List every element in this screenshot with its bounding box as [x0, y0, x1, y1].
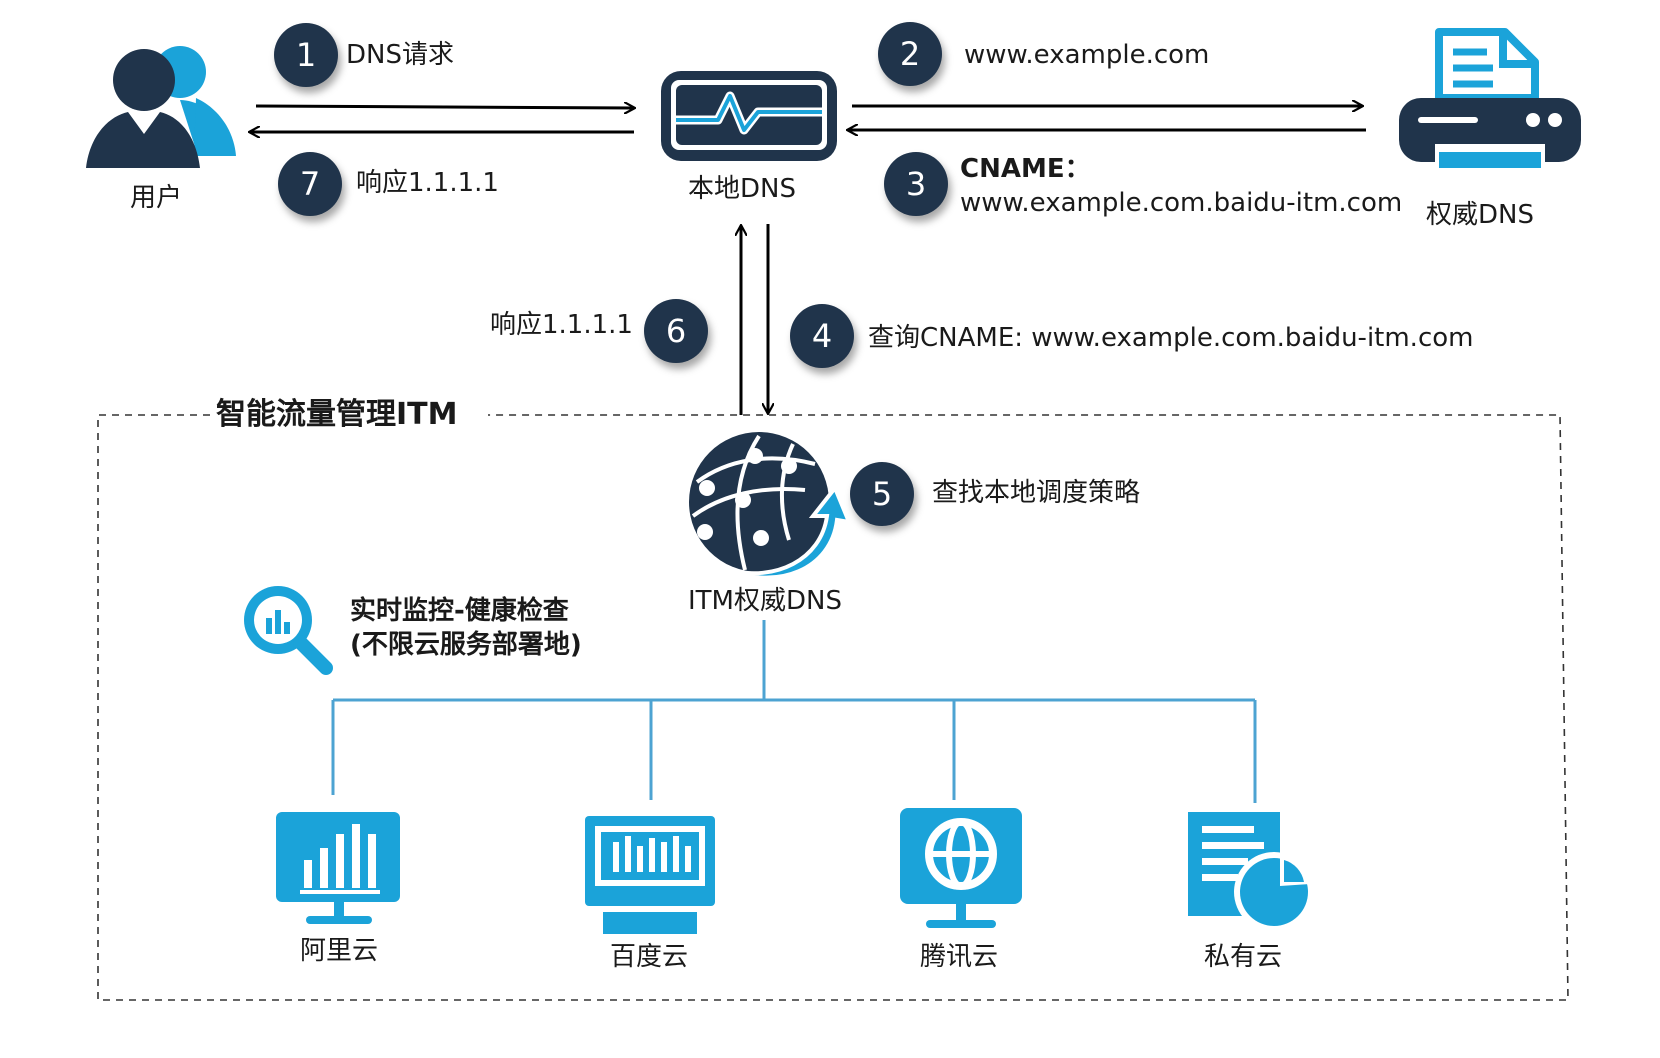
- step-3-badge: 3: [884, 152, 948, 216]
- step-1-badge: 1: [274, 23, 338, 87]
- authoritative-dns-label: 权威DNS: [1426, 200, 1534, 230]
- step-5-label: 查找本地调度策略: [932, 478, 1141, 508]
- step-6-badge: 6: [644, 299, 708, 363]
- itm-dns-label: ITM权威DNS: [688, 586, 842, 616]
- bar-chart-monitor-icon: [276, 812, 400, 924]
- step-2-label: www.example.com: [964, 40, 1210, 70]
- monitoring-line-2: (不限云服务部署地): [350, 630, 582, 660]
- step-4-label: 查询CNAME: www.example.com.baidu-itm.com: [868, 323, 1474, 353]
- step-3-detail: www.example.com.baidu-itm.com: [960, 188, 1403, 218]
- step-7-badge: 7: [278, 152, 342, 216]
- cloud-tree: [331, 620, 1257, 803]
- step-7-label: 响应1.1.1.1: [356, 168, 499, 198]
- local-dns-label: 本地DNS: [688, 174, 796, 204]
- step-1-label: DNS请求: [346, 40, 454, 70]
- document-pie-icon: [1188, 812, 1314, 932]
- globe-monitor-icon: [900, 808, 1022, 928]
- printer-document-icon: [1399, 28, 1581, 168]
- globe-network-icon: [689, 432, 851, 578]
- step-4-badge: 4: [790, 304, 854, 368]
- user-group-icon: [86, 46, 236, 168]
- dns-monitor-icon: [661, 71, 837, 161]
- step-6-label: 响应1.1.1.1: [490, 310, 633, 340]
- magnifier-chart-icon: [244, 586, 333, 675]
- monitoring-line-1: 实时监控-健康检查: [350, 596, 569, 626]
- barcode-monitor-icon: [585, 816, 715, 934]
- step-3-label: CNAME：: [960, 154, 1091, 184]
- cloud-label-aliyun: 阿里云: [300, 936, 379, 966]
- user-label: 用户: [130, 183, 183, 213]
- arrow-dns-request: [255, 106, 634, 108]
- itm-box-border: [97, 414, 1569, 1001]
- step-2-badge: 2: [878, 22, 942, 86]
- cloud-label-baidu: 百度云: [610, 942, 689, 972]
- cloud-label-private: 私有云: [1204, 942, 1283, 972]
- itm-box-title: 智能流量管理ITM: [216, 397, 458, 432]
- step-5-badge: 5: [850, 462, 914, 526]
- cloud-label-tencent: 腾讯云: [920, 942, 999, 972]
